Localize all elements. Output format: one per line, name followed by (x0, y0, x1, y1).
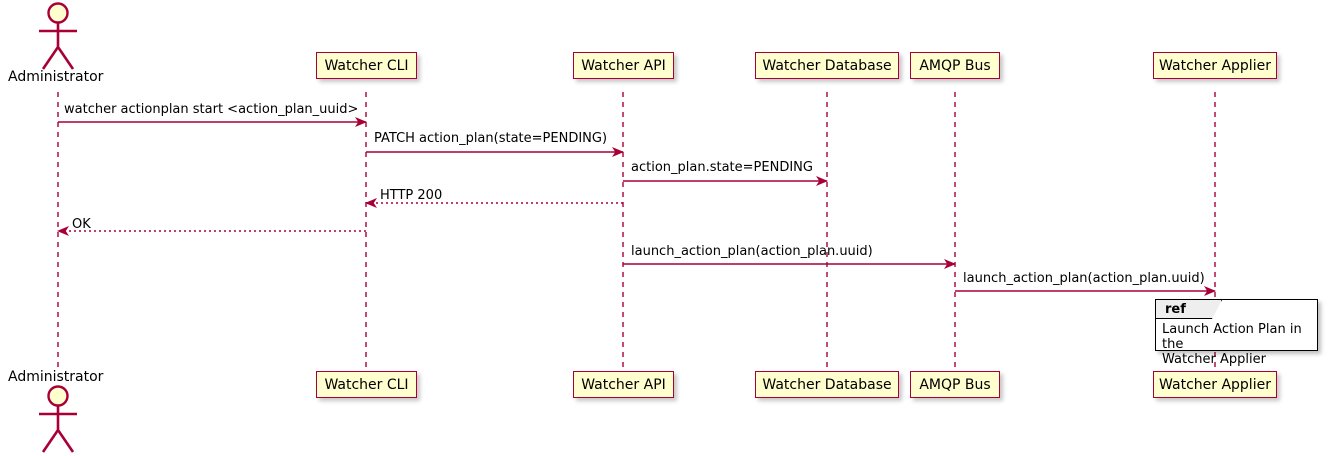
participant-amqp-bus-top[interactable]: AMQP Bus (910, 52, 1000, 79)
lifelines-group (57, 92, 1216, 371)
message-label-msg-6: launch_action_plan(action_plan.uuid) (631, 244, 873, 259)
actor-label-administrator-top: Administrator (8, 69, 104, 85)
participant-watcher-cli-top[interactable]: Watcher CLI (316, 52, 417, 79)
actor-glyphs-group (39, 2, 77, 453)
participant-amqp-bus-bottom[interactable]: AMQP Bus (910, 371, 1000, 398)
message-arrows-group (57, 117, 1216, 296)
actor-glyph-administrator-top (39, 2, 77, 70)
message-label-msg-1: watcher actionplan start <action_plan_uu… (64, 102, 359, 117)
actor-label-administrator-bottom: Administrator (8, 369, 104, 385)
participant-watcher-applier-top[interactable]: Watcher Applier (1153, 52, 1277, 79)
fragment-tab-label-ref-launch-action-plan: ref (1165, 302, 1186, 317)
fragment-body-ref-launch-action-plan: Launch Action Plan in the Watcher Applie… (1162, 322, 1302, 367)
participant-watcher-database-top[interactable]: Watcher Database (755, 52, 899, 79)
participant-watcher-api-top[interactable]: Watcher API (573, 52, 674, 79)
actor-glyph-administrator-bottom (39, 385, 77, 453)
participant-watcher-applier-bottom[interactable]: Watcher Applier (1153, 371, 1277, 398)
message-label-msg-2: PATCH action_plan(state=PENDING) (374, 131, 608, 146)
message-label-msg-4: HTTP 200 (380, 188, 443, 203)
message-label-msg-5: OK (72, 217, 91, 232)
participant-watcher-api-bottom[interactable]: Watcher API (573, 371, 674, 398)
message-label-msg-7: launch_action_plan(action_plan.uuid) (963, 271, 1205, 286)
participant-watcher-database-bottom[interactable]: Watcher Database (755, 371, 899, 398)
message-label-msg-3: action_plan.state=PENDING (631, 160, 813, 175)
participant-watcher-cli-bottom[interactable]: Watcher CLI (316, 371, 417, 398)
